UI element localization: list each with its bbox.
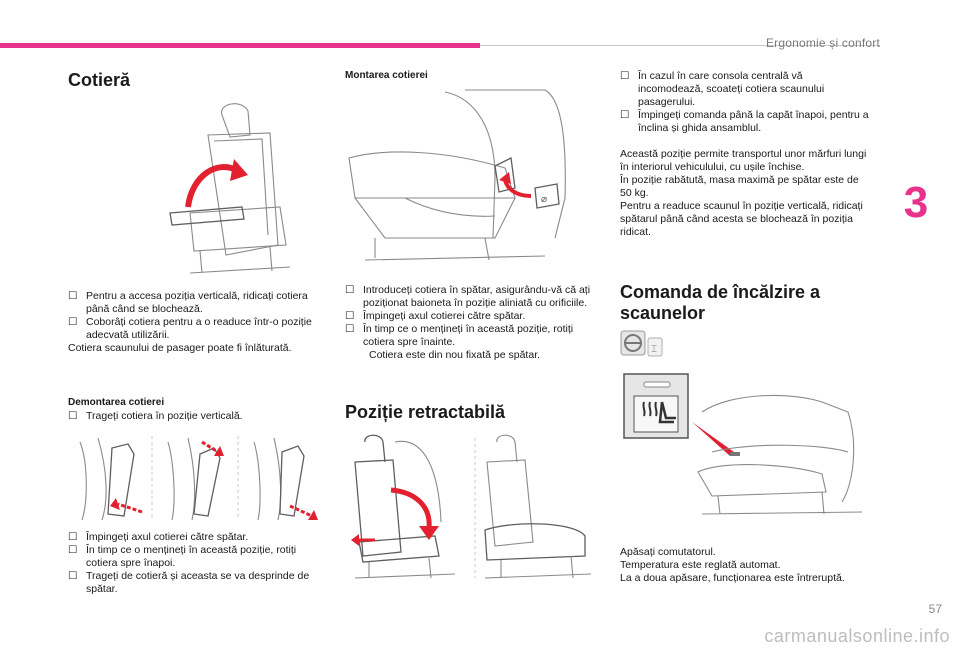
check-box-icon: ☐ (620, 70, 630, 82)
check-box-icon: ☐ (68, 570, 78, 582)
demontare-title: Demontarea cotierei (68, 397, 165, 408)
incalzire-step-1: Apăsați comutatorul. (620, 546, 716, 558)
montare-step-2: Împingeți axul cotierei către spătar. (363, 310, 526, 322)
armrest-raise-illustration (169, 103, 291, 274)
incalzire-instructions: Apăsați comutatorul. Temperatura este re… (620, 546, 870, 585)
right-step-2: Împingeți comanda până la capăt înapoi, … (638, 109, 869, 134)
section-title-retractabila: Poziție retractabilă (345, 402, 506, 422)
demontare-steps: ☐ Împingeți axul cotierei către spătar. ☐… (68, 531, 322, 596)
demontare-step-1: Trageți cotiera în poziție verticală. (86, 410, 243, 422)
section-title-incalzire: Comanda de încălzire a scaunelor (620, 282, 880, 324)
check-box-icon: ☐ (68, 316, 78, 328)
check-box-icon: ☐ (620, 109, 630, 121)
cotiera-step-2: Coborâți cotiera pentru a o readuce într… (86, 316, 312, 341)
page-number: 57 (928, 602, 942, 616)
incalzire-step-2: Temperatura este reglată automat. (620, 559, 781, 571)
right-paragraphs: Această poziție permite transportul unor… (620, 148, 870, 239)
incalzire-title-line2: scaunelor (620, 303, 706, 323)
svg-text:⌀: ⌀ (541, 194, 547, 205)
armrest-install-illustration: ⌀ (348, 89, 566, 261)
demontare-step-3: În timp ce o mențineți în această poziți… (86, 544, 297, 569)
cotiera-instructions: ☐ Pentru a accesa poziția verticală, ridi… (68, 290, 320, 355)
cotiera-note: Cotiera scaunului de pasager poate fi în… (68, 342, 292, 354)
right-para-2: În poziție rabătută, masa maximă pe spăt… (620, 174, 859, 199)
seat-heater-illustration (623, 373, 863, 515)
section-title-cotiera: Cotieră (68, 70, 131, 90)
check-box-icon: ☐ (345, 284, 355, 296)
chapter-number: 3 (903, 178, 929, 227)
retractable-seat-illustration (351, 434, 592, 579)
right-para-3: Pentru a readuce scaunul în poziție vert… (620, 200, 863, 238)
montare-step-3: În timp ce o mențineți în această poziți… (363, 323, 574, 348)
right-para-1: Această poziție permite transportul unor… (620, 148, 867, 173)
right-step-1: În cazul în care consola centrală vă inc… (638, 70, 825, 108)
svg-text:⌶: ⌶ (651, 344, 657, 355)
check-box-icon: ☐ (345, 310, 355, 322)
watermark-link[interactable]: carmanualsonline.info (764, 626, 950, 646)
demontare-step-2: Împingeți axul cotierei către spătar. (86, 531, 249, 543)
header-accent-bar (0, 43, 480, 48)
incalzire-step-3: La a doua apăsare, funcționarea este înt… (620, 572, 845, 584)
chapter-title: Ergonomie și confort (765, 36, 880, 50)
incalzire-title-line1: Comanda de încălzire a (620, 282, 821, 302)
check-box-icon: ☐ (68, 544, 78, 556)
header-rule (480, 45, 880, 46)
steering-wheel-icon: ⌶ (620, 330, 663, 357)
check-box-icon: ☐ (68, 290, 78, 302)
cotiera-step-1: Pentru a accesa poziția verticală, ridic… (86, 290, 308, 315)
montare-title: Montarea cotierei (345, 70, 428, 81)
montare-instructions: ☐ Introduceți cotiera în spătar, asigurân… (345, 284, 595, 362)
armrest-removal-illustration (79, 436, 318, 521)
right-bullets: ☐ În cazul în care consola centrală vă in… (620, 70, 870, 135)
montare-step-1: Introduceți cotiera în spătar, asigurând… (363, 284, 591, 309)
check-box-icon: ☐ (68, 410, 78, 422)
montare-note: Cotiera este din nou fixată pe spătar. (369, 349, 541, 361)
demontare-step-4: Trageți de cotieră și aceasta se va desp… (86, 570, 310, 595)
check-box-icon: ☐ (345, 323, 355, 335)
demontare-instructions: ☐ Trageți cotiera în poziție verticală. (68, 410, 320, 423)
check-box-icon: ☐ (68, 531, 78, 543)
